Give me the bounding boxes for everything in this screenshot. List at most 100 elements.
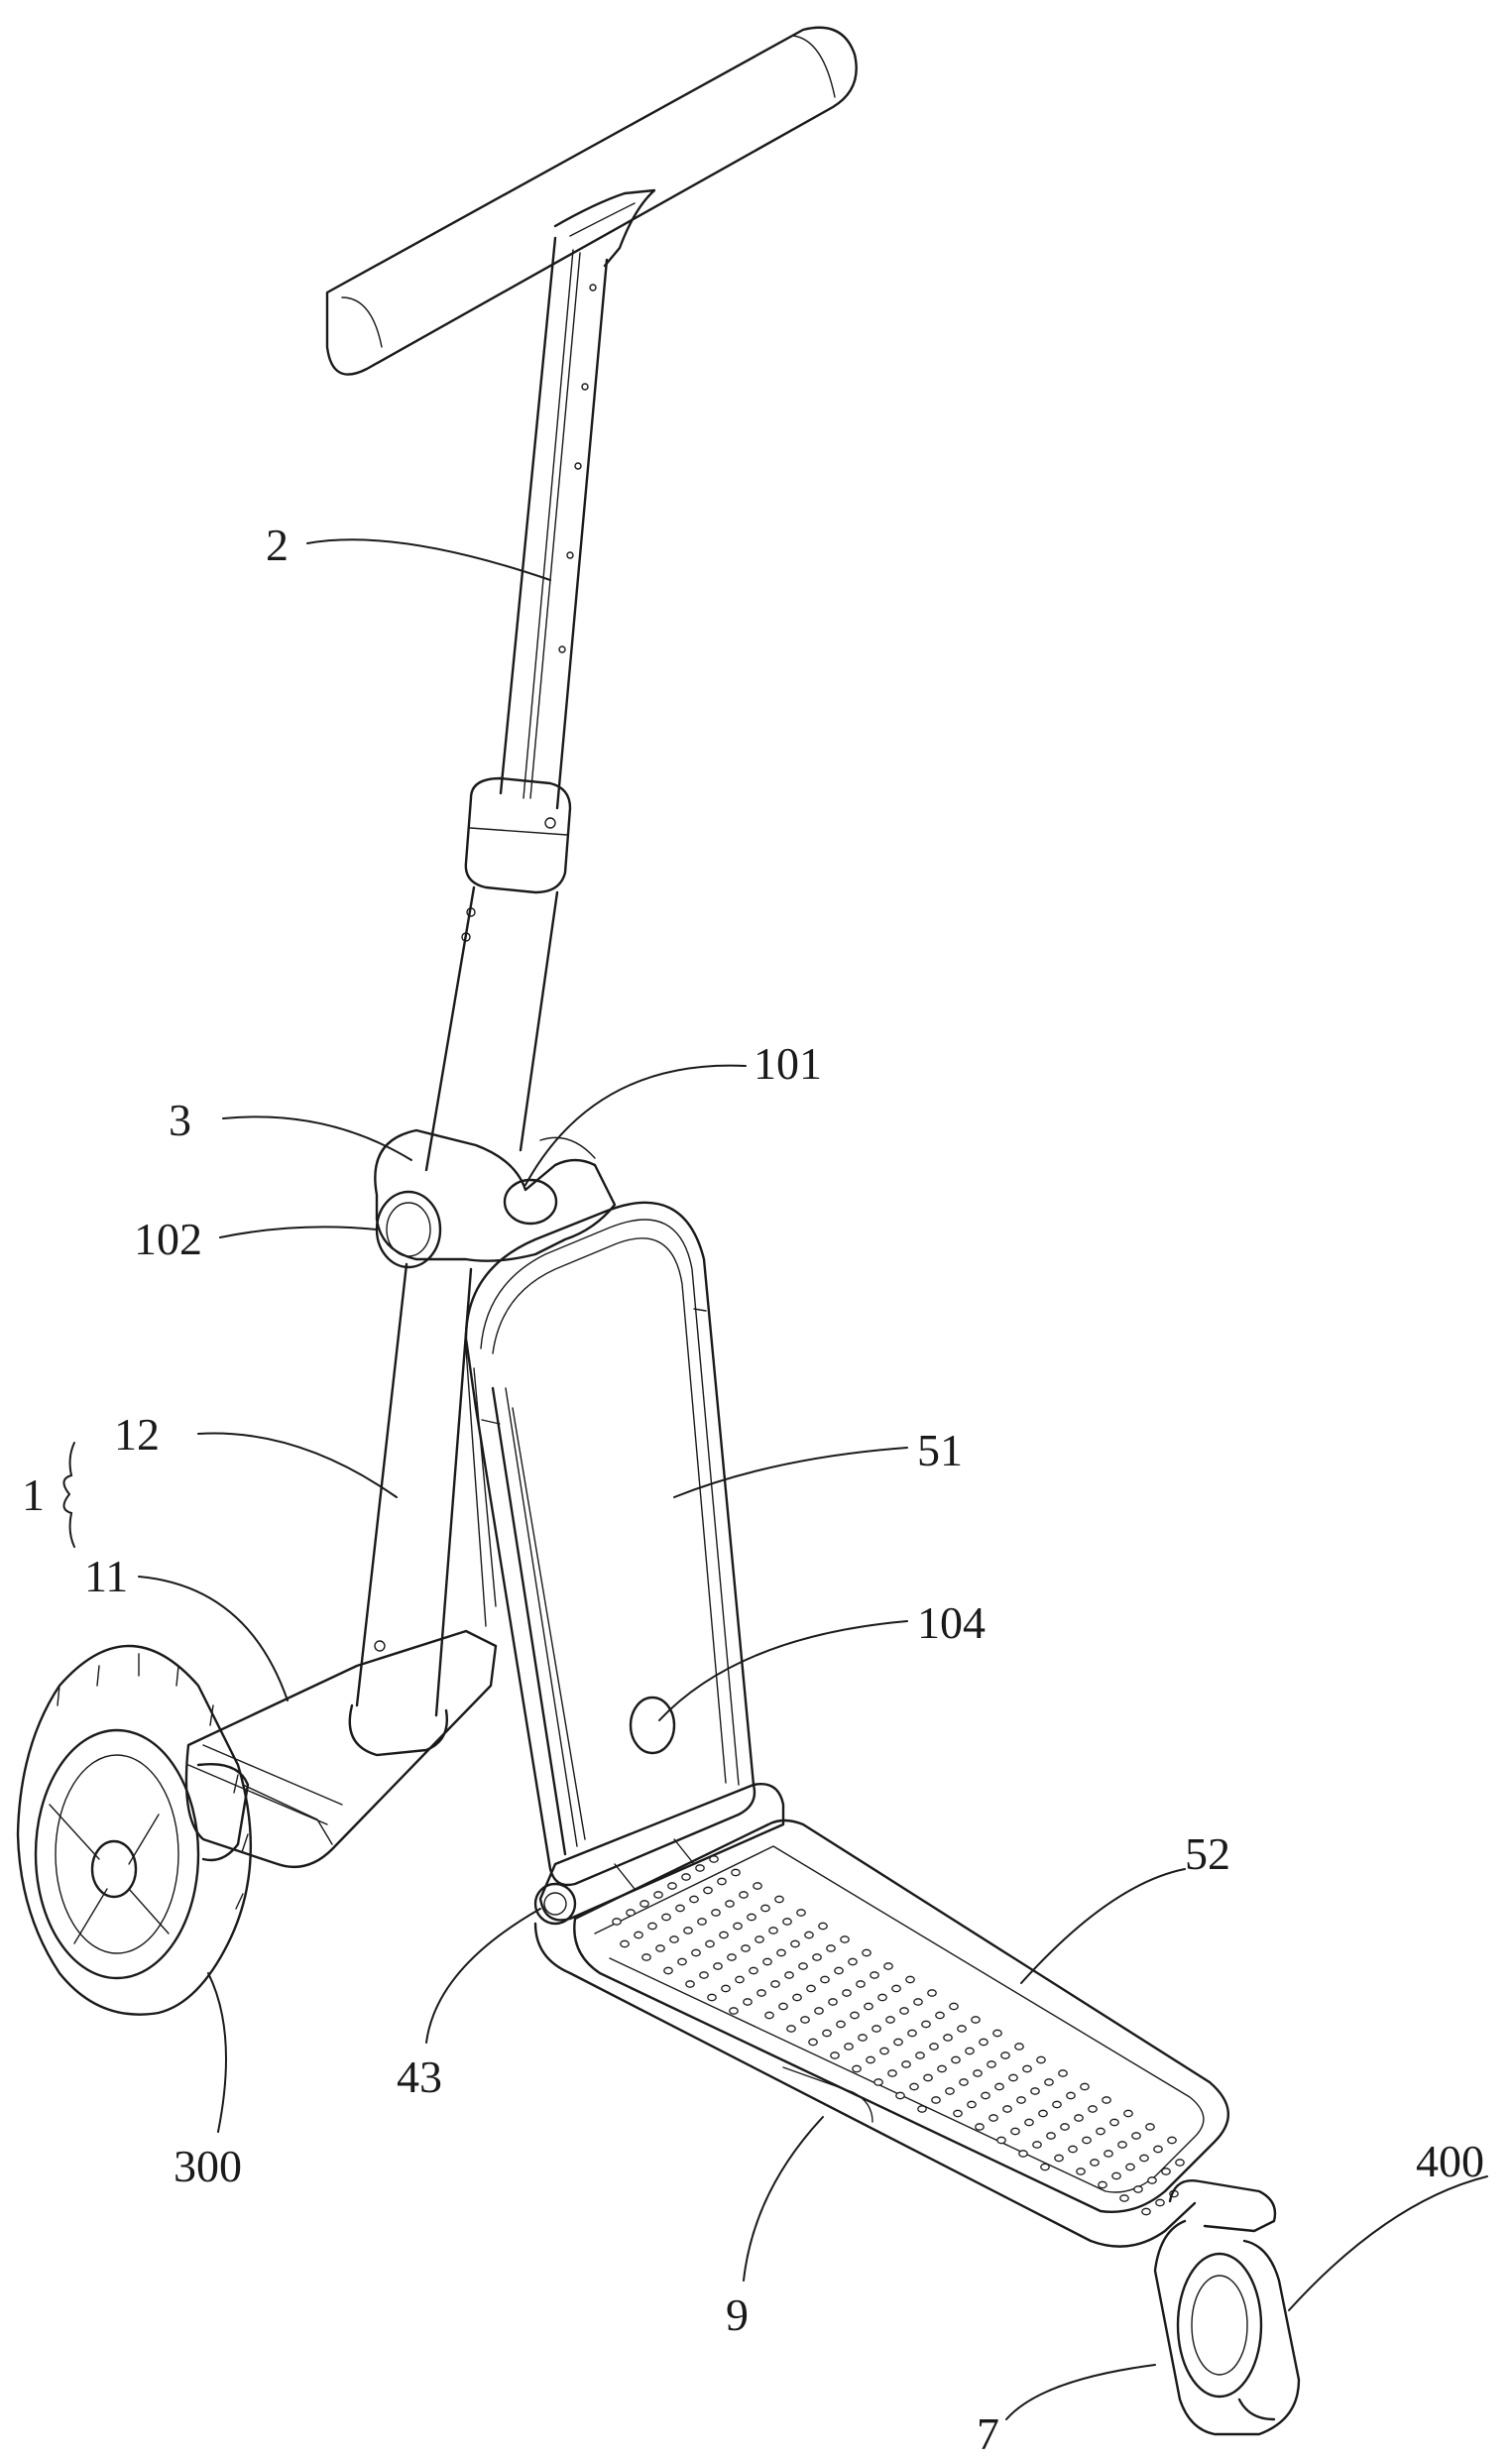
deck-hole — [914, 1999, 922, 2005]
deck-hole — [742, 1945, 750, 1951]
rear-panel — [466, 1203, 755, 1885]
deck-hole — [1041, 2164, 1049, 2169]
deck-hole — [1154, 2146, 1162, 2152]
deck-hole — [763, 1958, 771, 1964]
deck-hole — [1103, 2097, 1110, 2103]
deck-hole — [1162, 2168, 1170, 2174]
deck-hole — [831, 2052, 839, 2058]
deck-hole — [686, 1981, 694, 1987]
deck-hole — [805, 1932, 813, 1937]
label-52: 52 — [1185, 1828, 1230, 1879]
deck-hole — [851, 2012, 859, 2018]
deck-hole — [692, 1949, 700, 1955]
deck-hole — [906, 1976, 914, 1982]
deck-hole — [1176, 2160, 1184, 2166]
deck-hole — [1148, 2177, 1156, 2183]
deck-hole — [799, 1963, 807, 1969]
deck-hole — [968, 2101, 976, 2107]
deck-hole — [621, 1940, 629, 1946]
deck-hole — [916, 2052, 924, 2058]
deck-hole — [1105, 2151, 1112, 2157]
deck-hole — [867, 2056, 874, 2062]
deck-hole — [976, 2124, 984, 2130]
deck-hole — [1009, 2074, 1017, 2080]
deck-hole — [829, 1999, 837, 2005]
label-400: 400 — [1416, 2136, 1484, 2186]
deck-hole — [648, 1923, 656, 1929]
deck-hole — [880, 2048, 888, 2053]
foot-deck — [535, 1820, 1228, 2247]
deck-hole — [918, 2106, 926, 2112]
deck-hole — [871, 1972, 878, 1978]
deck-hole — [896, 2092, 904, 2098]
deck-hole — [950, 2003, 958, 2009]
deck-hole — [664, 1967, 672, 1973]
label-9: 9 — [726, 2289, 749, 2340]
deck-hole — [1015, 2044, 1023, 2050]
deck-hole — [995, 2083, 1003, 2089]
deck-hole — [894, 2039, 902, 2045]
deck-hole — [704, 1887, 712, 1893]
deck-hole — [1069, 2146, 1077, 2152]
label-3: 3 — [169, 1095, 191, 1145]
deck-hole — [944, 2035, 952, 2041]
deck-hole — [872, 2026, 880, 2032]
upper-stem — [501, 238, 607, 808]
deck-hole — [756, 1936, 763, 1942]
deck-hole — [1118, 2142, 1126, 2148]
deck-hole — [892, 1985, 900, 1991]
label-104: 104 — [917, 1597, 986, 1648]
deck-hole — [791, 1940, 799, 1946]
deck-hole — [787, 2026, 795, 2032]
deck-hole — [938, 2065, 946, 2071]
deck-hole — [1001, 2052, 1009, 2058]
deck-hole — [684, 1928, 692, 1934]
deck-hole — [627, 1910, 635, 1916]
deck-hole — [1003, 2106, 1011, 2112]
deck-hole — [1146, 2124, 1154, 2130]
deck-hole — [1091, 2160, 1099, 2166]
deck-hole — [952, 2056, 960, 2062]
deck-hole — [936, 2012, 944, 2018]
deck-hole — [960, 2079, 968, 2085]
deck-hole — [662, 1914, 670, 1920]
deck-hole — [734, 1923, 742, 1929]
deck-hole — [712, 1910, 720, 1916]
reference-numerals: 2 101 3 102 1 12 11 51 104 52 43 300 400… — [22, 520, 1484, 2459]
deck-hole — [1059, 2070, 1067, 2076]
deck-hole — [1077, 2168, 1085, 2174]
deck-hole — [815, 2008, 823, 2014]
label-1: 1 — [22, 1469, 45, 1520]
deck-hole — [635, 1932, 642, 1937]
deck-hole — [813, 1954, 821, 1960]
deck-hole — [1045, 2079, 1053, 2085]
deck-hole — [849, 1958, 857, 1964]
deck-hole — [857, 1981, 865, 1987]
deck-hole — [980, 2039, 988, 2045]
label-101: 101 — [754, 1038, 822, 1089]
deck-hole — [837, 2021, 845, 2027]
deck-hole — [1055, 2155, 1063, 2161]
deck-hole — [696, 1865, 704, 1871]
deck-hole — [988, 2061, 995, 2067]
deck-hole — [797, 1910, 805, 1916]
deck-hole — [670, 1936, 678, 1942]
label-12: 12 — [114, 1409, 160, 1460]
deck-hole — [1067, 2092, 1075, 2098]
deck-hole — [726, 1901, 734, 1907]
deck-hole — [1037, 2056, 1045, 2062]
deck-hole — [1019, 2151, 1027, 2157]
deck-hole — [668, 1883, 676, 1889]
deck-hole — [779, 2003, 787, 2009]
deck-hole — [775, 1896, 783, 1902]
deck-hole — [928, 1990, 936, 1996]
deck-hole — [678, 1958, 686, 1964]
deck-hole — [954, 2110, 962, 2116]
deck-hole — [843, 1990, 851, 1996]
deck-hole — [1110, 2119, 1118, 2125]
deck-hole — [1156, 2199, 1164, 2205]
deck-hole — [823, 2030, 831, 2036]
deck-hole — [754, 1883, 761, 1889]
deck-hole — [908, 2030, 916, 2036]
deck-hole — [886, 2017, 894, 2023]
